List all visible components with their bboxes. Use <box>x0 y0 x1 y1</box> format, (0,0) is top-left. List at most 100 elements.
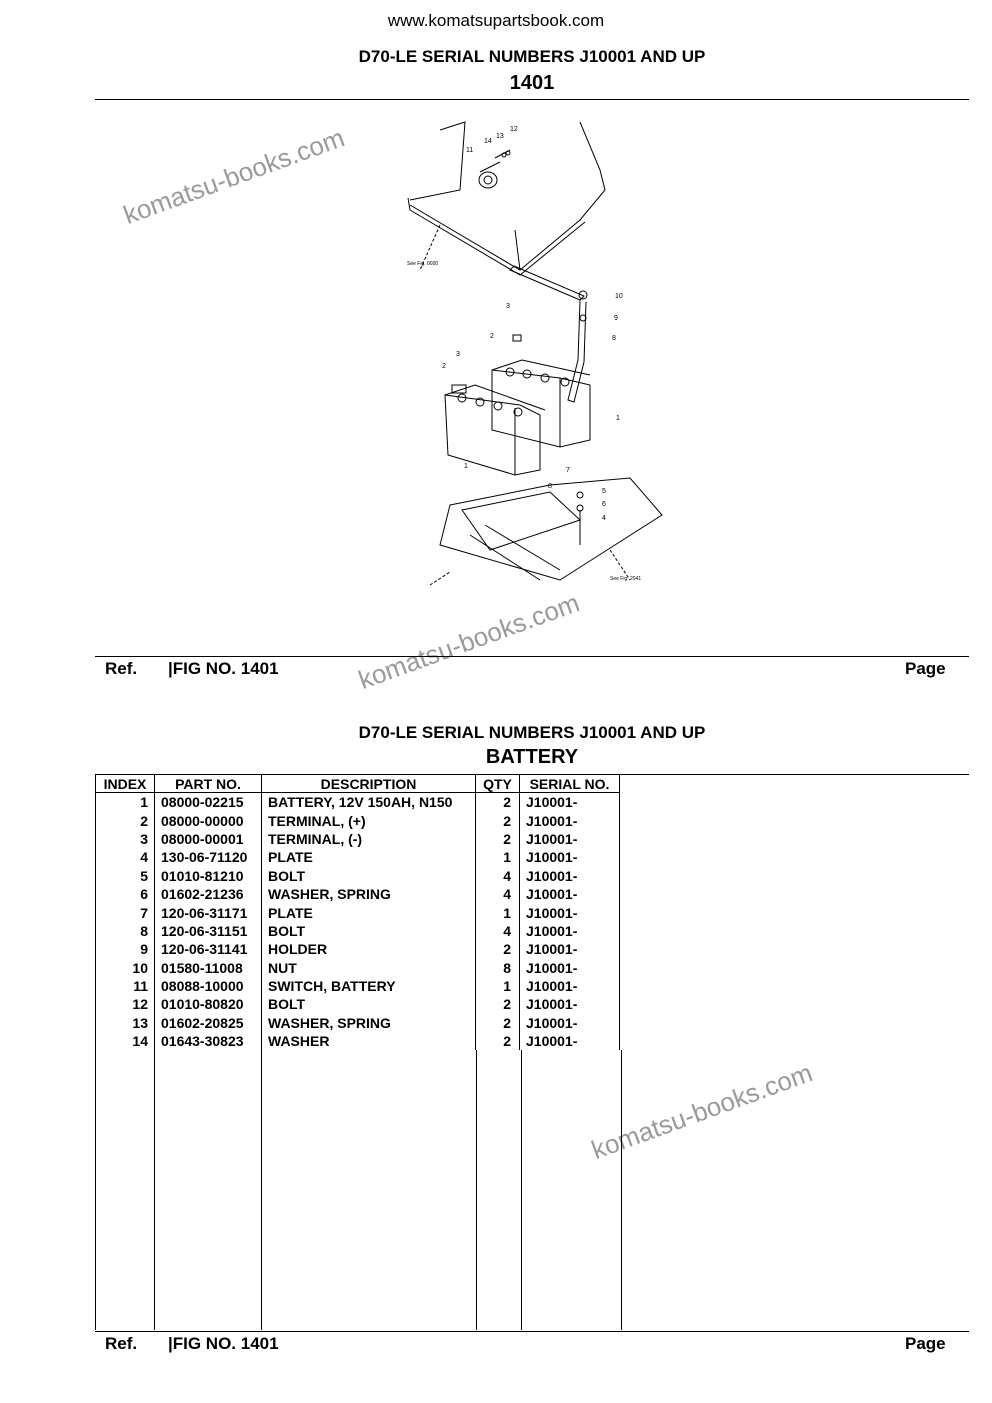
callout-see-fig-top: See Fig. 0000 <box>407 261 438 267</box>
callout-9: 9 <box>614 315 618 322</box>
cell-description: HOLDER <box>261 940 476 959</box>
parts-footer-divider <box>95 1331 969 1332</box>
callout-1: 1 <box>616 415 620 422</box>
site-url[interactable]: www.komatsupartsbook.com <box>387 11 605 30</box>
watermark-2: komatsu-books.com <box>354 587 584 696</box>
callout-3: 3 <box>456 351 460 358</box>
cell-part-no: 120-06-31151 <box>154 921 262 941</box>
page-label: Page <box>905 659 946 678</box>
col-index: INDEX <box>95 774 155 793</box>
fig-no-label-bottom: |FIG NO. 1401 <box>168 1334 279 1353</box>
figure-number: 1401 <box>509 72 555 94</box>
parts-table: INDEX PART NO. DESCRIPTION QTY SERIAL NO… <box>95 774 620 1051</box>
page-label-bottom: Page <box>905 1334 946 1353</box>
callout-6: 6 <box>602 501 606 508</box>
callout-2: 2 <box>490 333 494 340</box>
cell-description: WASHER <box>261 1032 476 1051</box>
callout-14: 14 <box>484 138 492 145</box>
cell-index: 6 <box>95 884 155 904</box>
col-line <box>621 1050 622 1330</box>
cell-serial-no: J10001- <box>519 884 620 904</box>
cell-serial-no: J10001- <box>519 940 620 959</box>
col-line <box>476 1050 477 1330</box>
cell-index: 2 <box>95 811 155 830</box>
header-divider <box>95 99 969 100</box>
callout-11: 11 <box>466 147 473 154</box>
cell-part-no: 08000-02215 <box>154 792 262 812</box>
battery-rear-drawing <box>491 334 591 448</box>
ref-label-bottom: Ref. <box>105 1334 138 1353</box>
cell-serial-no: J10001- <box>519 1013 620 1033</box>
cell-description: NUT <box>261 958 476 977</box>
cell-serial-no: J10001- <box>519 921 620 941</box>
cell-description: BATTERY, 12V 150AH, N150 <box>261 792 476 812</box>
cell-index: 7 <box>95 903 155 922</box>
callout-5: 5 <box>602 488 606 495</box>
cell-description: TERMINAL, (+) <box>261 811 476 830</box>
cell-description: SWITCH, BATTERY <box>261 976 476 996</box>
cell-index: 8 <box>95 921 155 941</box>
cell-index: 3 <box>95 829 155 849</box>
cell-qty: 1 <box>475 976 520 996</box>
callout-8: 8 <box>612 335 616 342</box>
battery-switch-drawing <box>478 149 511 189</box>
cell-serial-no: J10001- <box>519 1032 620 1051</box>
cell-part-no: 01602-20825 <box>154 1013 262 1033</box>
col-line <box>154 1050 155 1330</box>
cell-part-no: 08000-00000 <box>154 811 262 830</box>
callout-12: 12 <box>510 126 518 133</box>
cell-part-no: 01643-30823 <box>154 1032 262 1051</box>
col-line <box>95 1050 96 1330</box>
battery-tray-drawing <box>429 477 663 586</box>
col-description: DESCRIPTION <box>261 774 476 793</box>
figure-footer-divider <box>95 656 969 657</box>
cell-qty: 4 <box>475 884 520 904</box>
cell-description: BOLT <box>261 995 476 1014</box>
col-line <box>521 1050 522 1330</box>
cell-part-no: 130-06-71120 <box>154 848 262 867</box>
cell-index: 1 <box>95 792 155 812</box>
battery-front-drawing <box>444 384 546 476</box>
cell-serial-no: J10001- <box>519 848 620 867</box>
cell-index: 10 <box>95 958 155 977</box>
ref-label: Ref. <box>105 659 138 678</box>
cell-description: BOLT <box>261 921 476 941</box>
callout-8: 8 <box>548 483 552 490</box>
col-qty: QTY <box>475 774 520 793</box>
callout-2: 2 <box>442 363 446 370</box>
col-line <box>261 1050 262 1330</box>
cell-part-no: 01602-21236 <box>154 884 262 904</box>
cell-index: 11 <box>95 976 155 996</box>
watermark-1: komatsu-books.com <box>119 122 349 231</box>
fig-no-label: |FIG NO. 1401 <box>168 659 279 678</box>
cell-serial-no: J10001- <box>519 829 620 849</box>
cover-body-drawing <box>407 121 606 276</box>
cell-qty: 2 <box>475 940 520 959</box>
cell-index: 13 <box>95 1013 155 1033</box>
cell-description: TERMINAL, (-) <box>261 829 476 849</box>
cell-serial-no: J10001- <box>519 995 620 1014</box>
cell-index: 14 <box>95 1032 155 1051</box>
cell-qty: 2 <box>475 811 520 830</box>
callout-1: 1 <box>464 463 468 470</box>
cell-description: PLATE <box>261 903 476 922</box>
cell-description: WASHER, SPRING <box>261 1013 476 1033</box>
cell-qty: 4 <box>475 921 520 941</box>
parts-list-title: D70-LE SERIAL NUMBERS J10001 AND UP <box>358 723 706 742</box>
cell-part-no: 120-06-31171 <box>154 903 262 922</box>
callout-13: 13 <box>496 133 504 140</box>
cell-qty: 2 <box>475 995 520 1014</box>
battery-holder-drawing <box>509 265 588 403</box>
cell-serial-no: J10001- <box>519 958 620 977</box>
